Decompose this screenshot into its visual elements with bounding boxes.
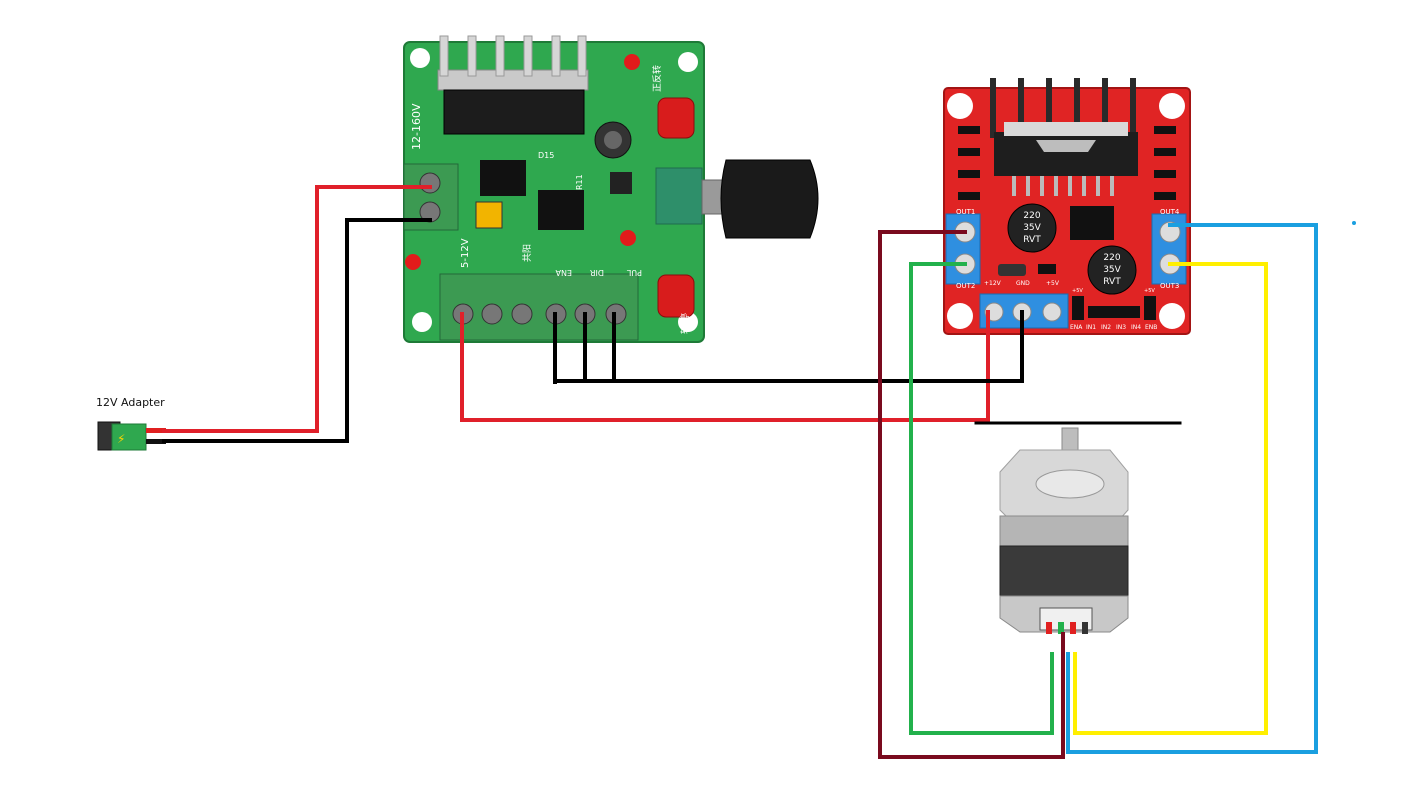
wire-12v-red: [162, 185, 432, 433]
label-in2: IN2: [1101, 324, 1111, 331]
mounting-hole: [410, 48, 430, 68]
cap2-line2: 35V: [1103, 265, 1121, 275]
push-button-direction[interactable]: [657, 97, 695, 139]
led-indicator: [624, 54, 640, 70]
silk-voltage-top: 12-160V: [410, 103, 423, 150]
silk-chinese-common: 共阳: [522, 244, 533, 262]
label-out1: OUT1: [956, 208, 975, 216]
wires: [162, 185, 1356, 759]
logic-header: [1088, 306, 1140, 318]
cap1-line2: 35V: [1023, 223, 1041, 233]
signal-terminal-block: [439, 273, 639, 341]
label-in4: IN4: [1131, 324, 1141, 331]
silk-voltage-bottom: 5-12V: [460, 238, 471, 268]
label-out4: OUT4: [1160, 208, 1180, 216]
label-gnd: GND: [1016, 280, 1030, 287]
jumper-yellow: [475, 201, 503, 229]
wire-out1-maroon: [878, 230, 1065, 759]
mounting-hole: [947, 303, 973, 329]
silk-chinese-direction: 正反转: [651, 65, 663, 92]
motor-connector: [1039, 607, 1093, 631]
terminal-screw-5v: [1042, 302, 1062, 322]
terminal-screw: [481, 303, 503, 325]
silk-r11: R11: [575, 174, 584, 190]
label-logic-5v-a: +5V: [1072, 288, 1083, 294]
wire-out4-blue: [1066, 223, 1318, 754]
jumper-5v: [998, 264, 1026, 276]
silk-chinese-runstop: 转/停: [679, 313, 691, 334]
silk-dir: DIR: [589, 268, 604, 277]
dc-jack-pcb: [111, 423, 147, 451]
l298n-driver-board: 220 35V RVT 220 35V RVT OUT1 O: [943, 78, 1191, 335]
pin-ena-jumper: [1072, 296, 1084, 320]
terminal-screw: [511, 303, 533, 325]
led-indicator: [620, 230, 636, 246]
cap1-line1: 220: [1023, 211, 1040, 221]
adapter-jack: ⚡: [97, 421, 166, 451]
terminal-screw-vplus: [419, 172, 441, 194]
label-5v: +5V: [1046, 280, 1060, 287]
header-pins: [610, 172, 632, 194]
wire-gnd-bus: [553, 310, 1024, 383]
stepper-motor: [999, 427, 1129, 634]
stray-dot: [1352, 221, 1356, 225]
label-logic-5v-b: +5V: [1144, 288, 1155, 294]
push-button-run-stop[interactable]: [657, 274, 695, 318]
cap1-line3: RVT: [1023, 235, 1041, 245]
wire-out2-green: [909, 262, 1054, 735]
mounting-hole: [947, 93, 973, 119]
wire-gnd-black: [162, 218, 432, 443]
cap2-line3: RVT: [1103, 277, 1121, 287]
capacitor-2: 220 35V RVT: [1087, 245, 1137, 295]
knob-icon[interactable]: [720, 159, 819, 239]
bolt-icon: ⚡: [117, 432, 125, 446]
silk-d15: D15: [538, 151, 554, 160]
silk-ena: ENA: [555, 268, 572, 277]
silk-pul: PUL: [626, 268, 642, 277]
adapter-label: 12V Adapter: [96, 396, 165, 409]
potentiometer-base: [655, 167, 703, 225]
mounting-hole: [1159, 303, 1185, 329]
mounting-hole: [1159, 93, 1185, 119]
cap2-line1: 220: [1103, 253, 1120, 263]
led-indicator: [405, 254, 421, 270]
label-in3: IN3: [1116, 324, 1126, 331]
ic-chip: [538, 190, 584, 230]
wire-12v-to-l298n: [460, 310, 990, 422]
label-12v: +12V: [984, 280, 1002, 287]
ic-chip: [480, 160, 526, 196]
pin-enb-jumper: [1144, 296, 1156, 320]
mounting-hole: [412, 312, 432, 332]
capacitor-1: 220 35V RVT: [1007, 203, 1057, 253]
label-out2: OUT2: [956, 282, 975, 290]
l298n-heatsink: [990, 78, 1138, 196]
label-out3: OUT3: [1160, 282, 1179, 290]
label-in1: IN1: [1086, 324, 1096, 331]
voltage-regulator: [1070, 206, 1114, 240]
mounting-hole: [678, 52, 698, 72]
pulse-generator-board: 12-160V 5-12V D15 R11 ENA DIR PUL 正反转 转/…: [403, 35, 819, 343]
label-enb: ENB: [1145, 324, 1157, 331]
heatsink: [437, 35, 589, 135]
label-ena: ENA: [1070, 324, 1083, 331]
wire-out3-yellow: [1073, 262, 1268, 735]
